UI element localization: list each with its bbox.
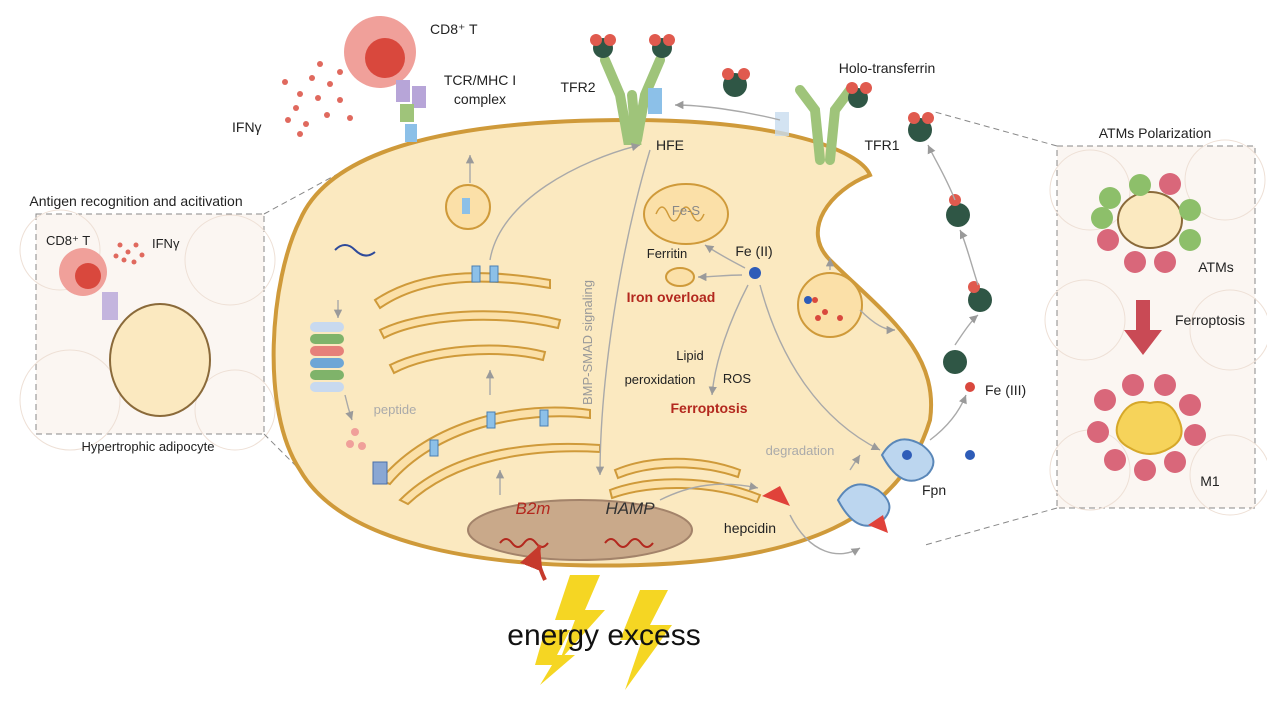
fpn-iron — [902, 450, 912, 460]
hepcidin-label: hepcidin — [724, 520, 776, 536]
top-ifn-label: IFNγ — [232, 119, 262, 135]
hepcidin-bound — [868, 515, 888, 533]
ferritin-label: Ferritin — [647, 246, 687, 261]
atms-label: ATMs — [1198, 259, 1234, 275]
pathway-arrows — [333, 100, 979, 556]
tcr-mhc-complex — [396, 80, 426, 142]
tcr-label-line2: complex — [454, 91, 506, 107]
cd8-t-cell-nucleus — [365, 38, 405, 78]
tfr2-label: TFR2 — [561, 79, 596, 95]
holo-transferrin-label: Holo-transferrin — [839, 60, 935, 76]
exported-fe2 — [965, 450, 975, 460]
tfr1-label: TFR1 — [865, 137, 900, 153]
energy-excess-label: energy excess — [507, 619, 700, 652]
endosome-fe2 — [804, 296, 812, 304]
fe2-ion — [749, 267, 761, 279]
left-panel-caption: Hypertrophic adipocyte — [82, 439, 215, 454]
peroxidation-label: peroxidation — [625, 372, 696, 387]
peptide-dots — [346, 428, 366, 450]
polarization-arrow — [1124, 300, 1162, 355]
ferroptosis-label: Ferroptosis — [670, 400, 747, 416]
tcr-small — [102, 292, 118, 320]
left-zoom-line-top — [263, 169, 346, 215]
mitochondrion-cristae — [655, 206, 705, 222]
atm-adipocyte — [1117, 191, 1183, 249]
mhc-molecules — [429, 265, 549, 457]
b2m-gene-label: B2m — [516, 499, 551, 518]
right-zoom-line-top — [934, 111, 1058, 147]
lipid-label: Lipid — [676, 348, 703, 363]
left-zoom-line-bottom — [263, 433, 331, 501]
golgi-apparatus — [373, 272, 562, 375]
right-ferroptosis-label: Ferroptosis — [1175, 312, 1245, 328]
ferritin-shape — [665, 267, 695, 287]
adipocyte-cell-body — [271, 117, 934, 568]
fe3-ion — [965, 382, 975, 392]
mitochondrion — [643, 183, 729, 245]
fe2-label: Fe (II) — [735, 243, 772, 259]
transferrin-cycle — [722, 68, 992, 374]
bmp-smad-label: BMP-SMAD signaling — [580, 280, 595, 405]
degraded-fpn — [836, 483, 891, 527]
tfr2-receptor — [590, 34, 675, 145]
mhc-in-vesicle — [462, 198, 470, 214]
m1-label: M1 — [1200, 473, 1220, 489]
ifn-dots — [282, 61, 353, 137]
hfe-label: HFE — [656, 137, 684, 153]
left-panel: Antigen recognition and acitivation CD8⁺… — [19, 193, 276, 454]
nucleus — [467, 499, 693, 561]
top-cd8-label: CD8⁺ T — [430, 21, 478, 37]
left-cd8-label: CD8⁺ T — [46, 233, 90, 248]
m1-cluster — [1087, 374, 1206, 481]
background-cells — [19, 209, 276, 451]
right-zoom-line-bottom — [924, 507, 1058, 546]
endosome — [797, 272, 863, 338]
fe3-label: Fe (III) — [985, 382, 1026, 398]
cd8-t-cell-small-nucleus — [75, 263, 101, 289]
lightning-bolts — [535, 575, 672, 690]
hypertrophic-adipocyte-shape — [109, 303, 211, 417]
peptide-label: peptide — [374, 402, 417, 417]
fe-s-label: Fe-S — [672, 203, 701, 218]
hamp-gene-label: HAMP — [605, 499, 655, 518]
iron-overload-label: Iron overload — [627, 289, 716, 305]
endosome-iron — [812, 297, 843, 321]
left-ifn-label: IFNγ — [152, 236, 180, 251]
right-background-cells — [1044, 139, 1267, 516]
m1-adipocyte — [1115, 401, 1183, 455]
tcr-label-line1: TCR/MHC I — [444, 72, 516, 88]
fpn-transporter — [880, 438, 935, 482]
protein-chain — [334, 244, 376, 257]
proteasome — [310, 322, 344, 392]
degradation-label: degradation — [766, 443, 835, 458]
fpn-label: Fpn — [922, 482, 946, 498]
ros-label: ROS — [723, 371, 752, 386]
hepcidin-shape — [762, 486, 790, 506]
tfr1-receptor — [775, 82, 872, 165]
ifn-dots-small — [113, 242, 145, 265]
atms-cluster — [1091, 173, 1201, 273]
left-panel-title: Antigen recognition and acitivation — [29, 193, 242, 209]
tap-transporter — [372, 461, 388, 485]
right-panel-title: ATMs Polarization — [1099, 125, 1212, 141]
dna-hamp — [604, 538, 654, 548]
energy-arrow — [519, 544, 547, 581]
